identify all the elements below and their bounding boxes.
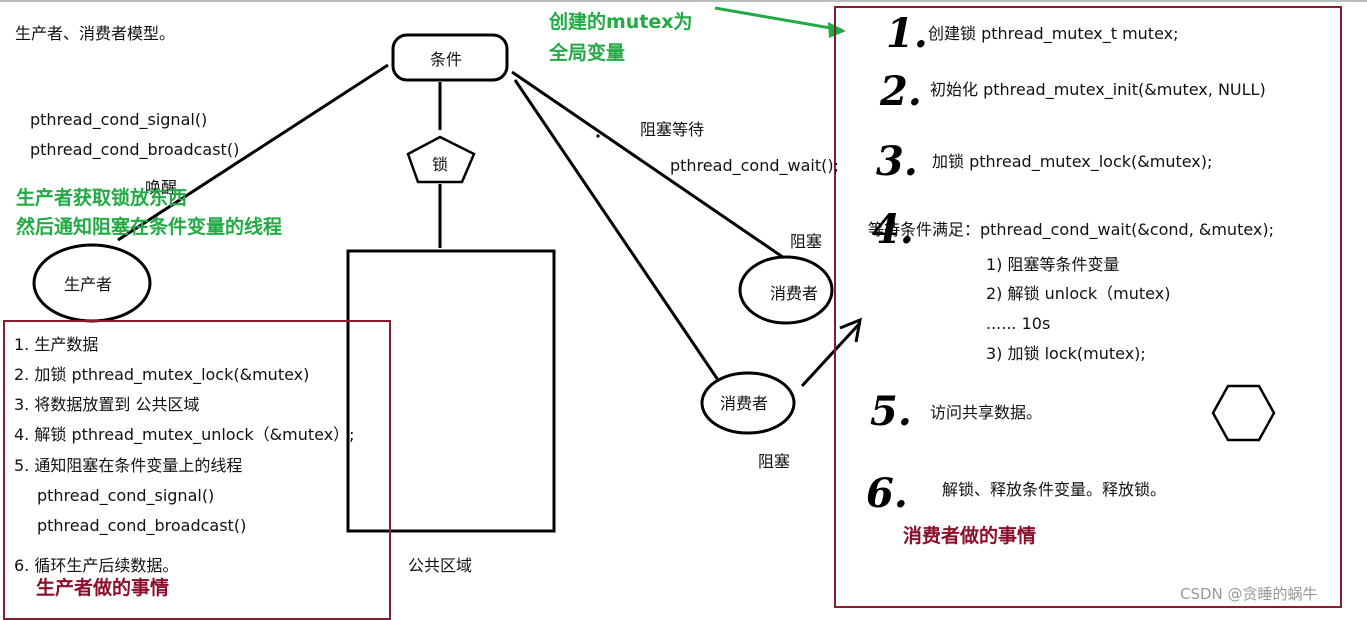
consumer-step-2: 初始化 pthread_mutex_init(&mutex, NULL) xyxy=(930,80,1266,99)
producer-step-4: 4. 解锁 pthread_mutex_unlock（&mutex）; xyxy=(14,425,355,444)
producer-label: 生产者 xyxy=(64,275,113,294)
block-wait-label: 阻塞等待 xyxy=(640,120,705,139)
consumer-label-2: 消费者 xyxy=(720,394,769,413)
consumer-num-5: 5. xyxy=(870,388,912,435)
producer-heading: 生产者做的事情 xyxy=(36,577,170,599)
blocked-label-1: 阻塞 xyxy=(790,232,823,251)
green-arrowhead xyxy=(828,22,846,38)
public-area-rect xyxy=(346,249,556,533)
consumer-step-4d: 3) 加锁 lock(mutex); xyxy=(986,344,1146,363)
producer-step-5a: pthread_cond_signal() xyxy=(37,486,215,505)
consumer-ellipse-1 xyxy=(738,255,834,325)
consumer-step-3: 加锁 pthread_mutex_lock(&mutex); xyxy=(932,152,1213,171)
consumer-step-4a: 1) 阻塞等条件变量 xyxy=(986,255,1120,274)
consumer-num-1: 1. xyxy=(886,10,928,57)
diagram-title: 生产者、消费者模型。 xyxy=(15,24,176,43)
green-arrow xyxy=(714,6,843,32)
consumer-step-4b: 2) 解锁 unlock（mutex) xyxy=(986,284,1171,303)
green-mutex-line1: 创建的mutex为 xyxy=(549,11,693,33)
green-note-line2: 然后通知阻塞在条件变量的线程 xyxy=(16,216,283,238)
arrow-consumer-box xyxy=(800,321,862,388)
consumer-num-2: 2. xyxy=(880,68,922,115)
consumer-step-4: 等待条件满足：pthread_cond_wait(&cond, &mutex); xyxy=(868,220,1275,239)
consumer-step-6: 解锁、释放条件变量。释放锁。 xyxy=(942,480,1167,499)
blocked-label-2: 阻塞 xyxy=(758,452,791,471)
consumer-steps-box xyxy=(834,6,1342,608)
green-mutex-line2: 全局变量 xyxy=(549,42,626,64)
lock-pentagon xyxy=(406,135,476,184)
cond-wait-call: pthread_cond_wait(); xyxy=(670,156,839,175)
producer-step-1: 1. 生产数据 xyxy=(14,335,99,354)
public-area-label: 公共区域 xyxy=(408,556,473,575)
producer-step-3: 3. 将数据放置到 公共区域 xyxy=(14,395,200,414)
top-divider xyxy=(0,0,1367,2)
line-cond-producer xyxy=(117,63,389,242)
consumer-ellipse-2 xyxy=(700,371,796,435)
wake-label: 唤醒 xyxy=(145,178,178,197)
dot-mark xyxy=(596,134,600,138)
line-cond-consumer2 xyxy=(513,79,720,381)
consumer-num-4: 4. xyxy=(872,206,914,253)
line-cond-consumer1 xyxy=(511,70,791,264)
consumer-num-6: 6. xyxy=(866,470,908,517)
producer-step-2: 2. 加锁 pthread_mutex_lock(&mutex) xyxy=(14,365,310,384)
producer-step-5b: pthread_cond_broadcast() xyxy=(37,516,247,535)
hexagon xyxy=(1211,384,1276,442)
lock-label: 锁 xyxy=(432,155,449,174)
broadcast-label: pthread_cond_broadcast() xyxy=(30,140,240,159)
condition-label: 条件 xyxy=(430,50,463,69)
watermark: CSDN @贪睡的蜗牛 xyxy=(1180,585,1318,603)
arrowhead-consumer-box xyxy=(839,317,862,343)
condition-box xyxy=(391,33,509,82)
green-note-line1: 生产者获取锁放东西 xyxy=(16,187,188,209)
consumer-step-1: 创建锁 pthread_mutex_t mutex; xyxy=(928,24,1179,43)
consumer-heading: 消费者做的事情 xyxy=(903,525,1037,547)
producer-step-6: 6. 循环生产后续数据。 xyxy=(14,556,179,575)
producer-step-5: 5. 通知阻塞在条件变量上的线程 xyxy=(14,456,243,475)
signal-label: pthread_cond_signal() xyxy=(30,110,208,129)
consumer-num-3: 3. xyxy=(876,138,918,185)
consumer-step-5: 访问共享数据。 xyxy=(930,403,1043,422)
consumer-step-4c: ...... 10s xyxy=(986,314,1051,333)
consumer-label-1: 消费者 xyxy=(770,284,819,303)
